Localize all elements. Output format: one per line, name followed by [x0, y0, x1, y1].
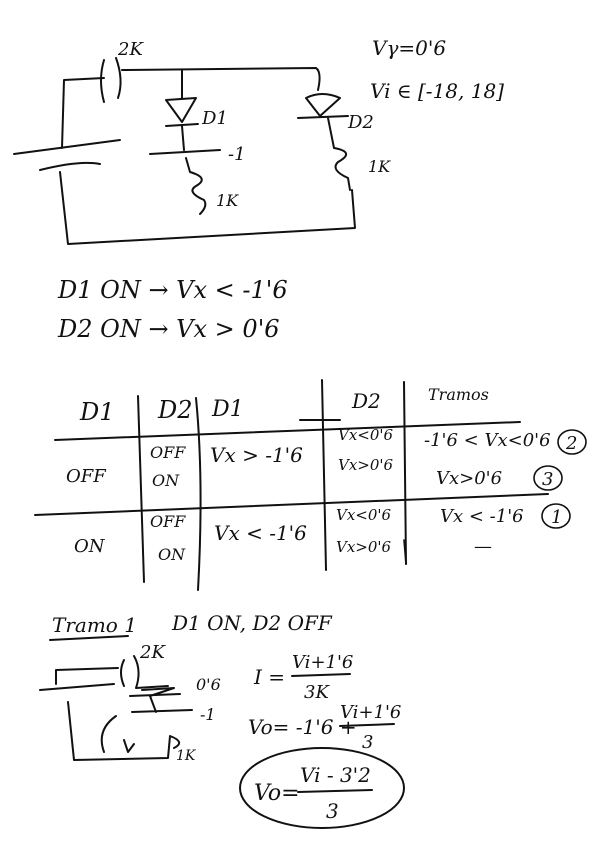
row3-d2: OFF: [150, 512, 186, 531]
eq-vo-num: Vi+1'6: [340, 702, 401, 723]
th-cond-d1: D1: [211, 397, 244, 422]
r-right-label: 1K: [368, 157, 391, 176]
tag-1: 1: [551, 507, 562, 528]
result-fraction-bar: [297, 789, 373, 793]
circuit-diagram-1: [13, 57, 356, 245]
eq-vo-fraction-bar: [339, 723, 395, 727]
eq-vo-left: Vo= -1'6 +: [248, 715, 357, 739]
th-d1: D1: [79, 398, 115, 426]
row3-cond-d2: Vx<0'6: [336, 506, 392, 524]
row1-tramo: -1'6 < Vx<0'6: [424, 430, 551, 451]
header-rule: [54, 421, 521, 441]
tramo1-bottom-wire: [67, 701, 181, 761]
top-wire: [61, 67, 321, 149]
eq-i-left: I =: [253, 665, 285, 689]
row3-cond-d1: Vx < -1'6: [214, 521, 307, 545]
eq-i-num: Vi+1'6: [292, 652, 353, 673]
result-num: Vi - 3'2: [300, 763, 371, 787]
d1-source-and-resistor: [149, 149, 221, 215]
th-d2: D2: [157, 396, 193, 424]
circuit-diagram-2: [39, 655, 193, 761]
tramo1-diode-source: [129, 687, 193, 713]
tramo1-vm1: -1: [200, 705, 216, 724]
col-rule-3: [321, 379, 327, 571]
mid-rule: [34, 493, 549, 516]
vgamma-condition: Vγ=0'6: [372, 36, 446, 60]
d2-diode-and-resistor: [297, 93, 351, 191]
tramo1-underline: [49, 635, 129, 641]
row4-cond-d2: Vx>0'6: [336, 538, 392, 556]
tramo1-subtitle: D1 ON, D2 OFF: [171, 611, 333, 635]
tramo1-top-wire: [39, 655, 169, 691]
result-den: 3: [326, 799, 339, 823]
vi-range: Vi ∈ [-18, 18]: [370, 79, 504, 103]
tramo1-v06: 0'6: [196, 675, 221, 694]
row4-tramo: —: [474, 536, 492, 557]
row1-d2: OFF: [150, 443, 186, 462]
rule-d2-on: D2 ON → Vx > 0'6: [57, 315, 280, 343]
tag-2-circle: [557, 429, 587, 455]
eq-i-den: 3K: [304, 682, 330, 703]
row4-tick: [403, 539, 407, 565]
tag-1-circle: [541, 503, 571, 529]
row1-d1: OFF: [66, 466, 107, 487]
battery-symbol: [13, 139, 121, 171]
col-rule-1: [137, 395, 145, 583]
tramo1-current-arrow: [100, 715, 135, 753]
row2-cond-d2: Vx>0'6: [338, 456, 394, 474]
tramo1-title: Tramo 1: [52, 613, 137, 637]
tramo1-r-top: 2K: [139, 642, 166, 663]
bottom-wire: [59, 171, 356, 245]
r-left-label: 1K: [216, 191, 239, 210]
result-left: Vo=: [254, 781, 300, 806]
row4-d2: ON: [158, 545, 186, 564]
eq-vo-den: 3: [362, 732, 373, 753]
row2-d2: ON: [152, 471, 180, 490]
tramo1-r-bottom: 1K: [176, 748, 197, 764]
rule-d1-on: D1 ON → Vx < -1'6: [57, 276, 288, 304]
minus1-label: -1: [228, 144, 246, 165]
resistor-2k-symbol: [100, 57, 122, 103]
row2-tramo: Vx>0'6: [436, 468, 502, 489]
col-rule-4: [403, 381, 407, 565]
th-tramos: Tramos: [428, 385, 489, 404]
row1-cond-d2: Vx<0'6: [338, 426, 394, 444]
d2-label: D2: [347, 112, 374, 133]
result-ellipse: [239, 747, 405, 829]
row3-tramo: Vx < -1'6: [440, 506, 524, 527]
tag-3: 3: [542, 469, 553, 490]
eq-i-fraction-bar: [291, 673, 351, 677]
tag-3-circle: [533, 465, 563, 491]
row1-cond-d1: Vx > -1'6: [210, 443, 303, 467]
col-rule-2: [195, 397, 202, 591]
r-top-label: 2K: [117, 39, 144, 60]
d1-label: D1: [201, 108, 228, 129]
d1-diode-symbol: [165, 69, 199, 151]
th-cond-d2: D2: [351, 389, 381, 413]
tag-2: 2: [565, 433, 577, 454]
row3-d1: ON: [74, 536, 106, 557]
state-table-grid: [34, 379, 549, 591]
